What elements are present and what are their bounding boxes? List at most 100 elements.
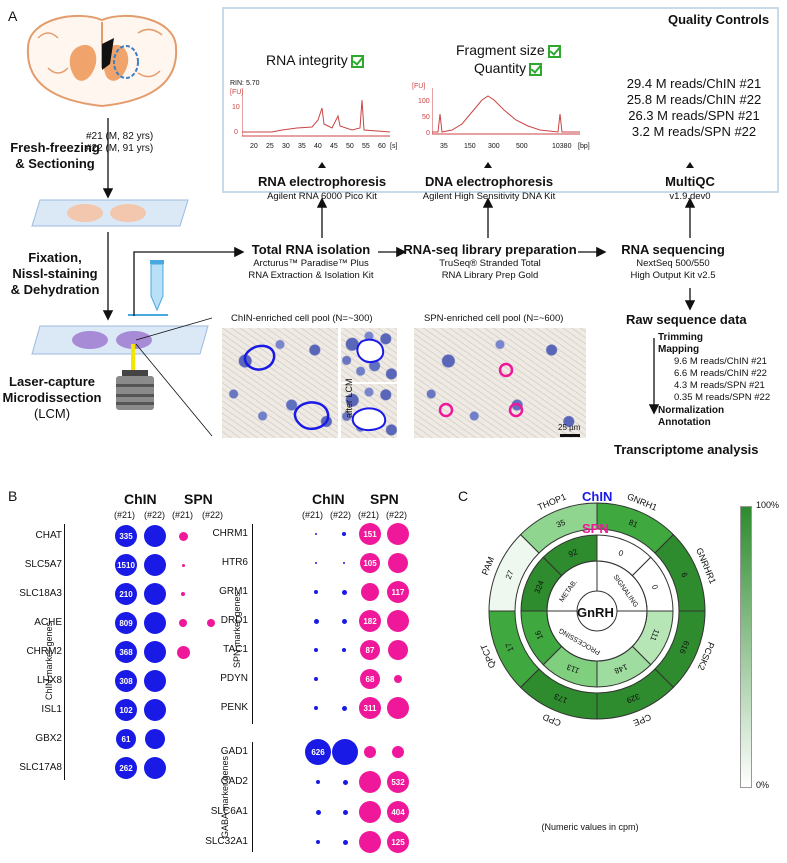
annotation-label: Annotation [658, 417, 711, 428]
glass-slide-1 [31, 199, 189, 227]
quality-controls-box [222, 7, 779, 193]
gene-name: CPE [632, 712, 653, 728]
dna-unit: [bp] [578, 143, 590, 150]
expression-dot [144, 554, 166, 576]
gene-label: GRM1 [219, 586, 248, 597]
chin-pool-title: ChIN-enriched cell pool (N=~300) [231, 313, 373, 324]
qc-reads-line: 26.3 M reads/SPN #21 [628, 108, 760, 123]
panel-a-letter: A [8, 8, 18, 24]
expression-dot [387, 610, 409, 632]
expression-dot [342, 648, 346, 652]
sample-22: (#22) [330, 510, 352, 520]
expression-dot: 87 [360, 640, 380, 660]
dna-tick: 10380 [552, 143, 572, 150]
step-lcm-line1: Laser-capture [9, 374, 95, 389]
gene-label: ACHE [34, 617, 62, 628]
gene-label: ISL1 [41, 704, 62, 715]
multiqc-version: v1.9.dev0 [669, 191, 711, 202]
expression-dot: 335 [115, 525, 137, 547]
inner-value: 92 [567, 547, 579, 559]
tube-cap-line [128, 314, 168, 316]
expression-dot: 105 [360, 553, 380, 573]
rnaseq-kit-2: High Output Kit v2.5 [630, 270, 716, 281]
dna-electrophoresis-title: DNA electrophoresis [424, 174, 554, 189]
gene-label: CHRM2 [26, 646, 62, 657]
panel-c-letter: C [458, 488, 469, 504]
sample-22: (#22) [202, 510, 224, 520]
expression-dot [388, 553, 408, 573]
dna-tick: 500 [516, 143, 528, 150]
rna-tick: 30 [282, 143, 290, 150]
expression-dot [359, 831, 381, 853]
check-icon [547, 44, 561, 58]
chin-header-right: ChIN [312, 491, 345, 507]
legend-max: 100% [756, 500, 780, 510]
gene-label: SLC6A1 [210, 806, 248, 817]
rna-electrophoresis-title: RNA electrophoresis [257, 174, 387, 189]
expression-dot: 262 [115, 757, 137, 779]
expression-dot [181, 592, 185, 596]
expression-dot [144, 583, 166, 605]
rna-y-10: 10 [232, 104, 240, 111]
rna-fu-label: [FU] [230, 89, 244, 96]
quantity-label: Quantity [474, 60, 543, 76]
rnaseq-title: RNA sequencing [621, 242, 725, 257]
expression-dot [364, 746, 376, 758]
outer-value: 6 [679, 571, 689, 579]
expression-dot: 102 [115, 699, 137, 721]
step-fix-line3: & Dehydration [10, 282, 100, 297]
expression-dot [179, 619, 187, 627]
expression-dot [343, 562, 345, 564]
expression-dot [332, 739, 358, 765]
step-fix-line1: Fixation, [28, 250, 82, 265]
expression-dot [181, 563, 185, 567]
colorscale-legend [740, 506, 752, 788]
gene-label: SLC17A8 [19, 762, 62, 773]
rna-electrophoresis-kit: Agilent RNA 6000 Pico Kit [267, 191, 377, 202]
scale-bar [560, 434, 580, 437]
expression-dot: 532 [387, 771, 409, 793]
wheel-chin-label: ChIN [582, 489, 613, 504]
expression-dot: 626 [305, 739, 331, 765]
mapping-label: Mapping [658, 344, 700, 355]
microscope-objective-icon [116, 344, 154, 410]
expression-dot: 809 [115, 612, 137, 634]
libprep-kit-1: TruSeq® Stranded Total [439, 258, 541, 269]
expression-dot [314, 648, 318, 652]
expression-dot: 125 [387, 831, 409, 853]
spn-header-right: SPN [370, 491, 399, 507]
libprep-title: RNA-seq library preparation [403, 242, 577, 257]
expression-dot: 68 [360, 669, 380, 689]
rna-ticks: 20 25 30 35 40 45 50 55 60 [s] [250, 143, 400, 153]
expression-dot [313, 618, 319, 624]
expression-dot [341, 618, 347, 624]
gene-label: TAC1 [223, 644, 248, 655]
gnrh-circular-heatmap: 810GNRH160GNRHR1616111PCSK2329148CPE1731… [478, 491, 718, 728]
expression-dot [342, 779, 348, 785]
libprep-kit-2: RNA Library Prep Gold [441, 270, 539, 281]
rna-unit: [s] [390, 143, 398, 150]
scale-bar-label: 25 µm [558, 423, 581, 432]
multiqc-title: MultiQC [665, 174, 715, 189]
donor-21: #21 (M, 82 yrs) [86, 131, 154, 142]
gene-label: CHAT [35, 530, 62, 541]
dna-electropherogram [432, 88, 580, 135]
gene-label: SLC32A1 [205, 836, 248, 847]
expression-dot [145, 729, 165, 749]
chin-cell-outlines [243, 344, 330, 430]
step-fixation: Fixation, Nissl-staining & Dehydration [2, 250, 108, 298]
expression-dot [359, 801, 381, 823]
donor-22: #22 (M, 91 yrs) [86, 143, 154, 154]
gaba-marker-genes-text: GABA marker genes [220, 755, 230, 838]
rna-tick: 40 [314, 143, 322, 150]
chin-marker-bracket [64, 524, 65, 780]
mapped-line: 4.3 M reads/SPN #21 [674, 380, 765, 391]
after-lcm-label: after LCM [344, 378, 354, 418]
rna-tick: 55 [362, 143, 370, 150]
expression-dot [144, 757, 166, 779]
expression-dot: 117 [387, 581, 409, 603]
inner-value: 0 [650, 583, 660, 591]
dna-y-0: 0 [426, 130, 430, 137]
trimming-label: Trimming [658, 332, 704, 343]
rna-integrity-text: RNA integrity [266, 52, 348, 68]
